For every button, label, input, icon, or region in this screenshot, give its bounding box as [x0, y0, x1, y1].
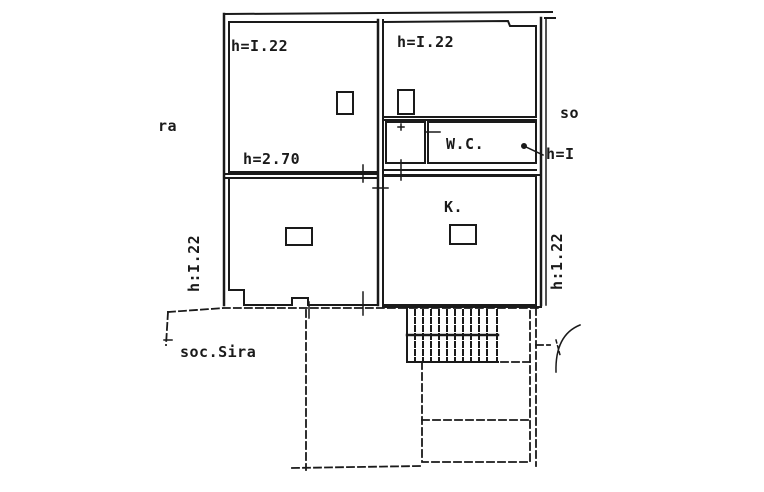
- window-marker: [285, 227, 313, 246]
- left-neighbor-label: ra: [158, 117, 178, 135]
- window-marker: [336, 91, 354, 115]
- staircase: [405, 307, 500, 363]
- room-main-height-label: h=2.70: [243, 150, 301, 168]
- kitchen-label: K.: [444, 198, 464, 216]
- window-marker: [449, 224, 477, 245]
- wc-height-label: h=I: [546, 145, 575, 163]
- right-neighbor-label: so: [560, 104, 580, 122]
- room-top-right-height-label: h=I.22: [397, 33, 455, 51]
- window-marker: [397, 89, 415, 115]
- bottom-neighbor-label: soc.Sira: [180, 343, 257, 361]
- room-top-left-height-label: h=I.22: [231, 37, 289, 55]
- wc-walls: [427, 121, 537, 164]
- room-top-right-walls: [381, 19, 537, 118]
- room-bottom-left-walls: [228, 177, 379, 306]
- outer-top-wall: [222, 10, 554, 16]
- kitchen-walls: [382, 175, 537, 306]
- right-wall-height-label: h:1.22: [548, 232, 566, 290]
- left-wall-height-label: h:I.22: [185, 234, 203, 292]
- closet-walls: [385, 121, 426, 164]
- courtyard-outline: [167, 307, 542, 313]
- door-swing-arc: [555, 324, 581, 373]
- wc-label: W.C.: [446, 135, 485, 153]
